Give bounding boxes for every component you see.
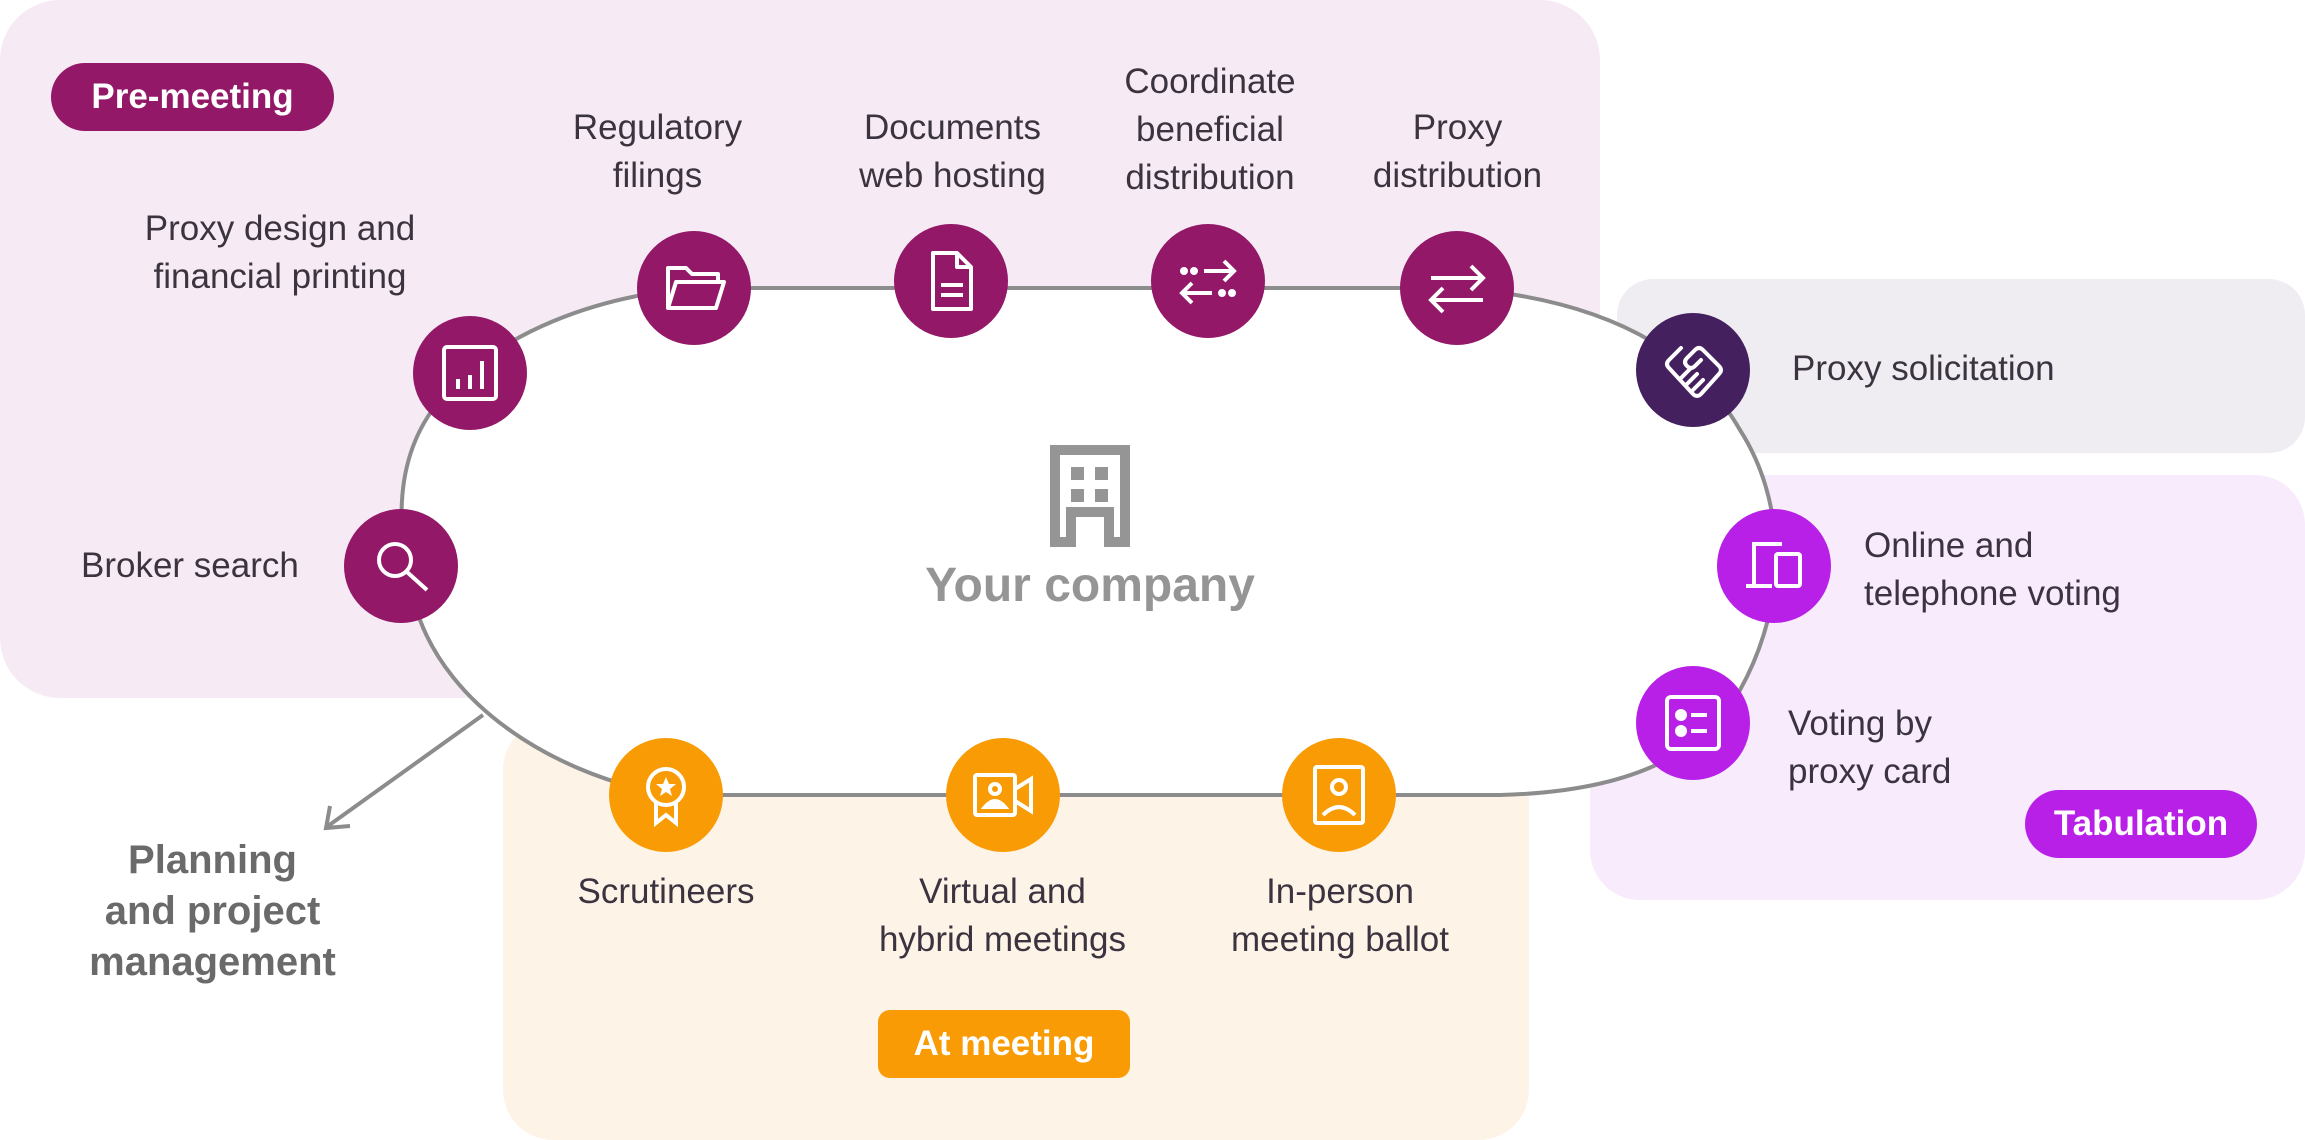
label-proxy-design: Proxy design and financial printing bbox=[120, 205, 440, 301]
label-line: telephone voting bbox=[1864, 574, 2121, 613]
label-line: Proxy solicitation bbox=[1792, 349, 2055, 388]
ballot-list-icon bbox=[1665, 695, 1721, 751]
planning-line: management bbox=[89, 940, 336, 984]
label-broker-search: Broker search bbox=[81, 542, 299, 590]
step-in-person-ballot[interactable] bbox=[1282, 738, 1396, 852]
devices-icon bbox=[1746, 542, 1802, 588]
label-line: hybrid meetings bbox=[878, 920, 1127, 959]
label-line: Broker search bbox=[81, 546, 299, 585]
dotted-arrows-icon bbox=[1179, 259, 1237, 305]
label-proxy-distribution: Proxy distribution bbox=[1335, 104, 1580, 200]
bar-chart-icon bbox=[442, 345, 498, 401]
label-line: Coordinate bbox=[1124, 62, 1296, 101]
planning-arrow-head bbox=[323, 805, 351, 831]
step-documents-web-hosting[interactable] bbox=[894, 224, 1008, 338]
step-regulatory-filings[interactable] bbox=[637, 231, 751, 345]
handshake-icon bbox=[1665, 346, 1723, 398]
label-coordinate-beneficial-distribution: Coordinate beneficial distribution bbox=[1085, 58, 1335, 202]
step-coordinate-beneficial-distribution[interactable] bbox=[1151, 224, 1265, 338]
person-frame-icon bbox=[1313, 765, 1365, 825]
label-proxy-solicitation: Proxy solicitation bbox=[1792, 345, 2055, 393]
label-line: filings bbox=[612, 156, 703, 195]
label-line: beneficial bbox=[1136, 110, 1284, 149]
label-scrutineers: Scrutineers bbox=[556, 868, 776, 916]
label-line: Voting by bbox=[1788, 704, 1932, 743]
label-line: Scrutineers bbox=[577, 872, 755, 911]
pre-meeting-badge: Pre-meeting bbox=[51, 63, 334, 131]
step-virtual-hybrid[interactable] bbox=[946, 738, 1060, 852]
your-company-label: Your company bbox=[925, 559, 1255, 612]
label-virtual-hybrid: Virtual and hybrid meetings bbox=[860, 868, 1145, 964]
label-voting-proxy-card: Voting by proxy card bbox=[1788, 700, 1951, 796]
label-line: distribution bbox=[1125, 158, 1295, 197]
your-company: Your company bbox=[900, 445, 1280, 613]
step-proxy-design[interactable] bbox=[413, 316, 527, 430]
label-line: Online and bbox=[1864, 526, 2034, 565]
label-line: Proxy design and bbox=[144, 209, 416, 248]
label-line: web hosting bbox=[859, 156, 1046, 195]
label-online-telephone-voting: Online and telephone voting bbox=[1864, 522, 2121, 618]
step-online-telephone-voting[interactable] bbox=[1717, 509, 1831, 623]
label-line: Proxy bbox=[1412, 108, 1503, 147]
label-in-person-ballot: In-person meeting ballot bbox=[1210, 868, 1470, 964]
tabulation-badge: Tabulation bbox=[2025, 790, 2257, 858]
step-scrutineers[interactable] bbox=[609, 738, 723, 852]
swap-arrows-icon bbox=[1428, 264, 1486, 314]
search-icon bbox=[377, 542, 429, 592]
building-icon bbox=[1050, 445, 1130, 547]
step-voting-proxy-card[interactable] bbox=[1636, 666, 1750, 780]
label-documents-web-hosting: Documents web hosting bbox=[830, 104, 1075, 200]
planning-line: Planning bbox=[128, 838, 297, 882]
label-regulatory-filings: Regulatory filings bbox=[540, 104, 775, 200]
label-line: distribution bbox=[1372, 156, 1543, 195]
label-line: proxy card bbox=[1788, 752, 1952, 791]
at-meeting-badge: At meeting bbox=[878, 1010, 1130, 1078]
award-ribbon-icon bbox=[646, 767, 686, 827]
label-line: Regulatory bbox=[572, 108, 743, 147]
folder-open-icon bbox=[666, 266, 726, 310]
planning-line: and project bbox=[104, 889, 321, 933]
step-proxy-solicitation[interactable] bbox=[1636, 313, 1750, 427]
step-broker-search[interactable] bbox=[344, 509, 458, 623]
label-line: Documents bbox=[863, 108, 1042, 147]
label-line: Virtual and bbox=[919, 872, 1086, 911]
step-proxy-distribution[interactable] bbox=[1400, 231, 1514, 345]
label-line: meeting ballot bbox=[1231, 920, 1449, 959]
video-call-icon bbox=[973, 773, 1033, 817]
document-icon bbox=[931, 251, 973, 311]
label-line: In-person bbox=[1266, 872, 1414, 911]
label-line: financial printing bbox=[153, 257, 407, 296]
planning-label: Planning and project management bbox=[40, 835, 385, 988]
planning-arrow-line bbox=[326, 713, 485, 828]
